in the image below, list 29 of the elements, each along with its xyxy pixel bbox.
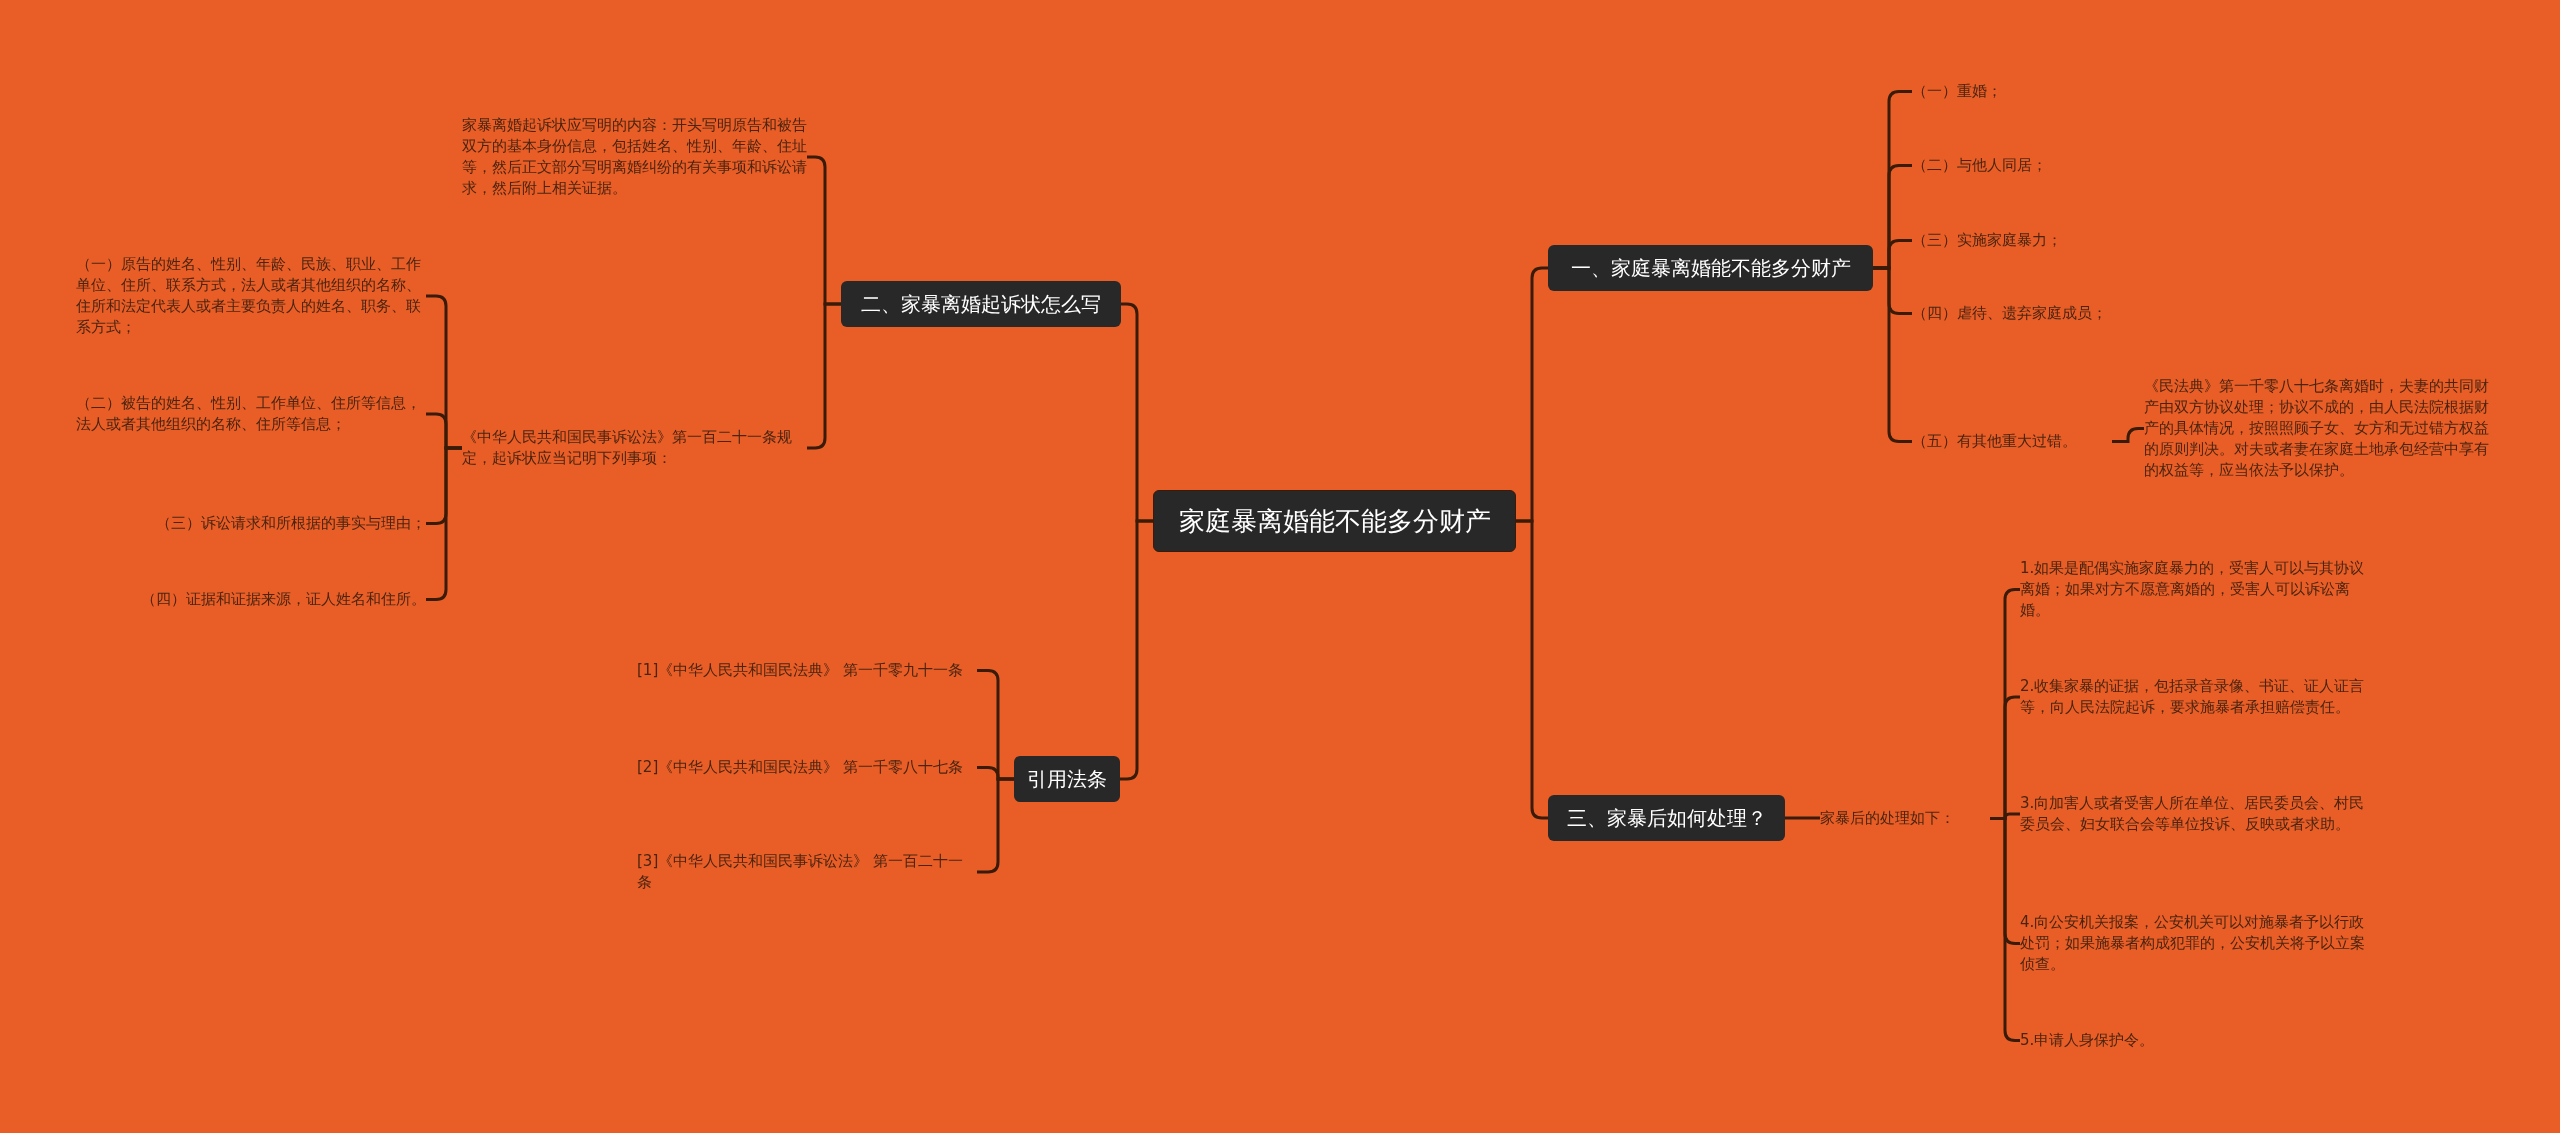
topic-text: （一）重婚； xyxy=(1912,81,2212,102)
topic-box: 二、家暴离婚起诉状怎么写 xyxy=(841,281,1121,327)
topic-text: 4.向公安机关报案，公安机关可以对施暴者予以行政处罚；如果施暴者构成犯罪的，公安机关将予以立案侦查。 xyxy=(2020,912,2365,975)
topic-box: 一、家庭暴离婚能不能多分财产 xyxy=(1548,245,1873,291)
connector-line xyxy=(2112,427,2144,443)
topic-text: （五）有其他重大过错。 xyxy=(1912,431,2112,452)
topic-text: 家暴后的处理如下： xyxy=(1820,808,1990,829)
topic-text: （四）虐待、遗弃家庭成员； xyxy=(1912,303,2212,324)
topic-text: （二）与他人同居； xyxy=(1912,155,2212,176)
topic-text: 3.向加害人或者受害人所在单位、居民委员会、村民委员会、妇女联合会等单位投诉、反映或者求助。 xyxy=(2020,793,2365,835)
topic-text: [3]《中华人民共和国民事诉讼法》 第一百二十一条 xyxy=(637,851,977,893)
topic-text: [1]《中华人民共和国民法典》 第一千零九十一条 xyxy=(637,660,977,681)
topic-box: 引用法条 xyxy=(1014,756,1120,802)
topic-text: 《中华人民共和国民事诉讼法》第一百二十一条规定，起诉状应当记明下列事项： xyxy=(462,427,807,469)
topic-text: 《民法典》第一千零八十七条离婚时，夫妻的共同财产由双方协议处理；协议不成的，由人民法院根据财产的具体情况，按照照顾子女、女方和无过错方权益的原则判决。对夫或者妻在家庭土地承包经营中享有的权益等，应当依法予以保护。 xyxy=(2144,376,2489,481)
topic-text: 2.收集家暴的证据，包括录音录像、书证、证人证言等，向人民法院起诉，要求施暴者承担赔偿责任。 xyxy=(2020,676,2365,718)
topic-text: （三）诉讼请求和所根据的事实与理由； xyxy=(76,513,426,534)
connector-line xyxy=(1516,519,1548,820)
topic-text: 家暴离婚起诉状应写明的内容：开头写明原告和被告双方的基本身份信息，包括姓名、性别、年龄、住址等，然后正文部分写明离婚纠纷的有关事项和诉讼请求，然后附上相关证据。 xyxy=(462,115,807,199)
topic-text: （一）原告的姓名、性别、年龄、民族、职业、工作单位、住所、联系方式，法人或者其他组织的名称、住所和法定代表人或者主要负责人的姓名、职务、联系方式； xyxy=(76,254,426,338)
topic-text: （二）被告的姓名、性别、工作单位、住所等信息，法人或者其他组织的名称、住所等信息； xyxy=(76,393,426,435)
topic-text: 5.申请人身保护令。 xyxy=(2020,1030,2365,1051)
topic-text: [2]《中华人民共和国民法典》 第一千零八十七条 xyxy=(637,757,977,778)
topic-text: （四）证据和证据来源，证人姓名和住所。 xyxy=(76,589,426,610)
connector-line xyxy=(1785,816,1820,820)
topic-text: （三）实施家庭暴力； xyxy=(1912,230,2212,251)
central-topic-box: 家庭暴离婚能不能多分财产 xyxy=(1153,490,1516,552)
topic-text: 1.如果是配偶实施家庭暴力的，受害人可以与其协议离婚；如果对方不愿意离婚的，受害人可以诉讼离婚。 xyxy=(2020,558,2365,621)
topic-box: 三、家暴后如何处理？ xyxy=(1548,795,1785,841)
